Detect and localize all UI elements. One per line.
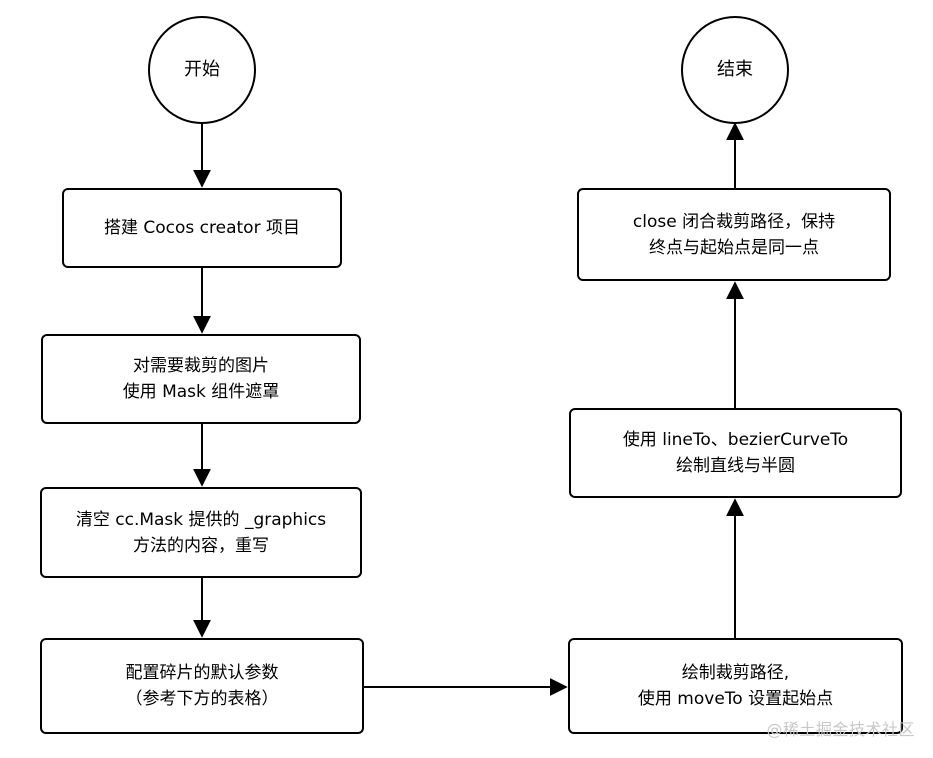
start-node: 开始 <box>148 16 256 124</box>
watermark: @稀土掘金技术社区 <box>766 720 915 739</box>
step-draw-clip-path: 绘制裁剪路径, 使用 moveTo 设置起始点 <box>568 638 903 734</box>
step-mask-image: 对需要裁剪的图片 使用 Mask 组件遮罩 <box>41 334 361 424</box>
end-node: 结束 <box>681 16 789 124</box>
step-setup-project: 搭建 Cocos creator 项目 <box>62 188 342 268</box>
step-lineto-bezier: 使用 lineTo、bezierCurveTo 绘制直线与半圆 <box>569 408 902 498</box>
step-configure-params: 配置碎片的默认参数 （参考下方的表格） <box>40 638 364 734</box>
step-close-path: close 闭合裁剪路径，保持 终点与起始点是同一点 <box>577 188 891 281</box>
step-clear-graphics: 清空 cc.Mask 提供的 _graphics 方法的内容，重写 <box>40 487 362 578</box>
